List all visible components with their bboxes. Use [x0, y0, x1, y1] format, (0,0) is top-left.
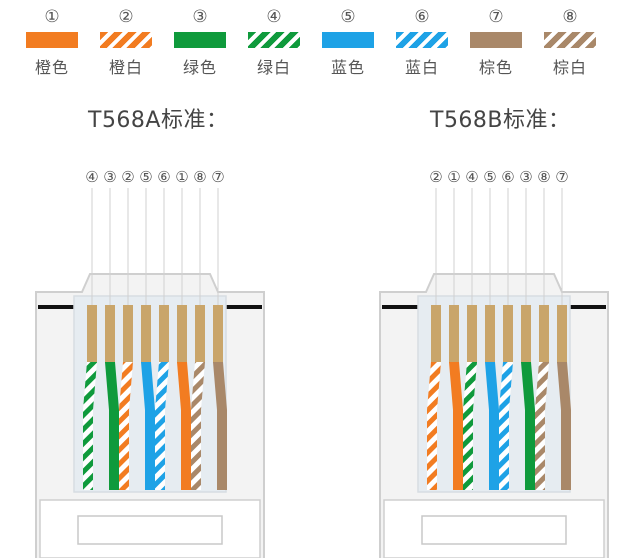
gold-contact — [87, 305, 97, 363]
legend-item-8: ⑧ 棕白 — [538, 6, 602, 78]
wire — [485, 362, 499, 490]
color-legend: ① 橙色 ② 橙白 ③ 绿色 ④ 绿白 ⑤ 蓝色 ⑥ 蓝白 ⑦ 棕色 ⑧ 棕白 — [0, 0, 640, 90]
legend-number: ③ — [192, 7, 208, 27]
legend-item-3: ③ 绿色 — [168, 6, 232, 78]
legend-number: ⑦ — [488, 7, 504, 27]
pin-number: ⑧ — [193, 168, 206, 186]
wire — [535, 362, 549, 490]
t568b-title: T568B标准： — [430, 108, 571, 133]
pin-number: ① — [175, 168, 188, 186]
legend-label: 绿白 — [256, 58, 291, 77]
gold-contact — [539, 305, 549, 363]
wire — [521, 362, 535, 490]
gold-contact — [177, 305, 187, 363]
wire — [213, 362, 227, 490]
pin-number: ⑦ — [555, 168, 568, 186]
pin-number: ⑤ — [139, 168, 152, 186]
gold-contact — [213, 305, 223, 363]
legend-swatch — [544, 32, 596, 48]
pin-number: ⑥ — [501, 168, 514, 186]
pin-number: ④ — [465, 168, 478, 186]
boot-slot — [421, 515, 567, 545]
wire — [499, 362, 513, 490]
wire — [177, 362, 191, 490]
wire — [83, 362, 97, 490]
legend-swatch — [100, 32, 152, 48]
gold-contact — [123, 305, 133, 363]
latch-bar-left — [382, 305, 418, 309]
wire — [463, 362, 477, 490]
gold-contact — [105, 305, 115, 363]
pin-number: ⑥ — [157, 168, 170, 186]
latch-bar-right — [226, 305, 262, 309]
latch-bar-left — [38, 305, 74, 309]
t568a-title: T568A标准： — [88, 108, 229, 133]
legend-number: ① — [44, 7, 60, 27]
legend-number: ④ — [266, 7, 282, 27]
legend-label: 棕白 — [552, 58, 587, 77]
pin-number: ⑧ — [537, 168, 550, 186]
legend-label: 橙色 — [34, 58, 69, 77]
pin-number: ⑤ — [483, 168, 496, 186]
gold-contact — [195, 305, 205, 363]
legend-item-1: ① 橙色 — [20, 6, 84, 78]
cable-boot — [39, 499, 261, 558]
legend-number: ⑤ — [340, 7, 356, 27]
gold-contact — [141, 305, 151, 363]
legend-item-2: ② 橙白 — [94, 6, 158, 78]
legend-swatch — [322, 32, 374, 48]
pin-number: ③ — [519, 168, 532, 186]
gold-contact — [557, 305, 567, 363]
legend-label: 橙白 — [108, 58, 143, 77]
wire — [119, 362, 133, 490]
latch-bar-right — [570, 305, 606, 309]
legend-swatch — [396, 32, 448, 48]
pin-number: ② — [429, 168, 442, 186]
gold-contact — [159, 305, 169, 363]
wire — [191, 362, 205, 490]
gold-contact — [503, 305, 513, 363]
legend-swatch — [470, 32, 522, 48]
legend-swatch — [174, 32, 226, 48]
legend-number: ⑥ — [414, 7, 430, 27]
legend-item-6: ⑥ 蓝白 — [390, 6, 454, 78]
gold-contact — [449, 305, 459, 363]
legend-item-7: ⑦ 棕色 — [464, 6, 528, 78]
legend-label: 棕色 — [478, 58, 513, 77]
legend-label: 绿色 — [182, 58, 217, 77]
wire — [105, 362, 119, 490]
boot-slot — [77, 515, 223, 545]
wire — [427, 362, 441, 490]
pin-number: ③ — [103, 168, 116, 186]
legend-item-5: ⑤ 蓝色 — [316, 6, 380, 78]
wire — [141, 362, 155, 490]
pin-number: ② — [121, 168, 134, 186]
gold-contact — [485, 305, 495, 363]
pin-number: ① — [447, 168, 460, 186]
pin-number: ④ — [85, 168, 98, 186]
wire — [557, 362, 571, 490]
cable-boot — [383, 499, 605, 558]
wire — [155, 362, 169, 490]
gold-contact — [467, 305, 477, 363]
pin-number: ⑦ — [211, 168, 224, 186]
gold-contact — [431, 305, 441, 363]
legend-label: 蓝色 — [330, 58, 365, 77]
wire — [449, 362, 463, 490]
legend-swatch — [248, 32, 300, 48]
gold-contact — [521, 305, 531, 363]
legend-number: ② — [118, 7, 134, 27]
legend-swatch — [26, 32, 78, 48]
legend-number: ⑧ — [562, 7, 578, 27]
legend-label: 蓝白 — [404, 58, 439, 77]
legend-item-4: ④ 绿白 — [242, 6, 306, 78]
